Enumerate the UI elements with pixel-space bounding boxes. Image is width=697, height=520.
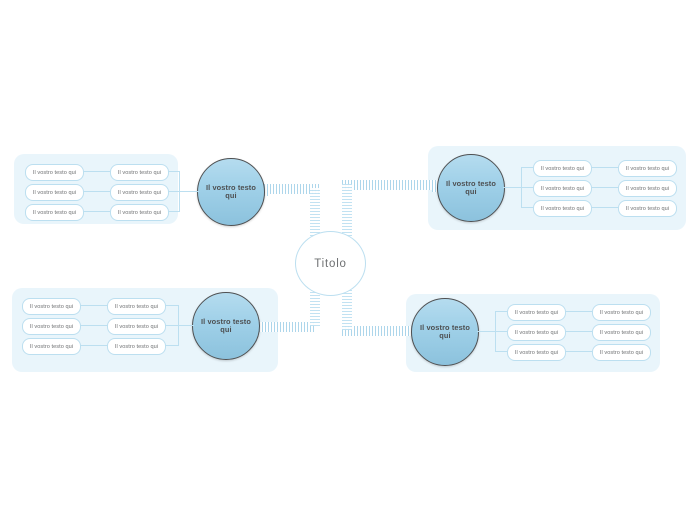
node-label: Il vostro testo qui (117, 209, 162, 216)
node-bottom-left-l2-1[interactable]: Il vostro testo qui (22, 298, 81, 315)
node-top-right-l2-3[interactable]: Il vostro testo qui (618, 200, 677, 217)
node-label: Il vostro testo qui (625, 165, 670, 172)
branch-circle-bottom-right[interactable]: Il vostro testo qui (411, 298, 479, 366)
node-bottom-left-l2-2[interactable]: Il vostro testo qui (22, 318, 81, 335)
node-label: Il vostro testo qui (599, 349, 644, 356)
node-label: Il vostro testo qui (625, 205, 670, 212)
br-branch-line-2 (495, 331, 507, 332)
node-top-right-l1-2[interactable]: Il vostro testo qui (533, 180, 592, 197)
node-label: Il vostro testo qui (599, 329, 644, 336)
node-label: Il vostro testo qui (514, 329, 559, 336)
br-link-1 (564, 311, 592, 312)
connector-top-left-vertical (310, 188, 320, 236)
node-top-right-l1-1[interactable]: Il vostro testo qui (533, 160, 592, 177)
node-label: Il vostro testo qui (114, 303, 159, 310)
bl-link-2 (79, 325, 107, 326)
br-branch-line-3 (495, 351, 507, 352)
tl-link-2 (83, 191, 110, 192)
tr-link-1 (590, 167, 618, 168)
connector-top-right-horizontal (342, 180, 438, 190)
branch-circle-bottom-left[interactable]: Il vostro testo qui (192, 292, 260, 360)
branch-circle-top-left[interactable]: Il vostro testo qui (197, 158, 265, 226)
connector-bottom-left-vertical (310, 290, 320, 326)
connector-stub-bottom-right (402, 326, 412, 336)
node-label: Il vostro testo qui (32, 189, 77, 196)
center-node-label: Titolo (314, 257, 347, 270)
branch-circle-top-right[interactable]: Il vostro testo qui (437, 154, 505, 222)
bl-link-1 (79, 305, 107, 306)
node-label: Il vostro testo qui (599, 309, 644, 316)
tl-link-3 (83, 211, 110, 212)
connector-top-right-vertical (342, 184, 352, 236)
node-label: Il vostro testo qui (114, 343, 159, 350)
connector-bottom-right-horizontal (342, 326, 414, 336)
br-link-2 (564, 331, 592, 332)
tl-branch-line-1 (166, 171, 180, 172)
connector-stub-bottom-left (256, 322, 266, 332)
br-spine-to-circle (477, 331, 495, 332)
node-top-left-l1-1[interactable]: Il vostro testo qui (110, 164, 169, 181)
bl-branch-line-1 (165, 305, 179, 306)
branch-circle-bottom-right-label: Il vostro testo qui (420, 322, 470, 340)
tl-spine-to-circle (179, 191, 199, 192)
connector-top-left-horizontal (264, 184, 320, 194)
node-label: Il vostro testo qui (32, 209, 77, 216)
tr-link-3 (590, 207, 618, 208)
bl-branch-line-3 (165, 345, 179, 346)
br-branch-line-1 (495, 311, 507, 312)
bl-link-3 (79, 345, 107, 346)
node-bottom-right-l1-1[interactable]: Il vostro testo qui (507, 304, 566, 321)
node-bottom-right-l1-2[interactable]: Il vostro testo qui (507, 324, 566, 341)
tr-spine-to-circle (503, 187, 521, 188)
node-label: Il vostro testo qui (625, 185, 670, 192)
tr-branch-line-2 (521, 187, 533, 188)
node-label: Il vostro testo qui (540, 205, 585, 212)
node-label: Il vostro testo qui (29, 303, 74, 310)
node-top-right-l2-1[interactable]: Il vostro testo qui (618, 160, 677, 177)
node-top-left-l1-3[interactable]: Il vostro testo qui (110, 204, 169, 221)
center-node[interactable]: Titolo (295, 231, 366, 296)
node-bottom-right-l2-3[interactable]: Il vostro testo qui (592, 344, 651, 361)
node-top-left-l2-1[interactable]: Il vostro testo qui (25, 164, 84, 181)
node-label: Il vostro testo qui (514, 309, 559, 316)
connector-bottom-right-vertical (342, 290, 352, 330)
node-bottom-right-l2-1[interactable]: Il vostro testo qui (592, 304, 651, 321)
node-top-left-l2-3[interactable]: Il vostro testo qui (25, 204, 84, 221)
node-bottom-left-l1-2[interactable]: Il vostro testo qui (107, 318, 166, 335)
node-label: Il vostro testo qui (540, 165, 585, 172)
node-label: Il vostro testo qui (117, 169, 162, 176)
bl-spine-to-circle (178, 325, 194, 326)
node-label: Il vostro testo qui (29, 343, 74, 350)
node-bottom-left-l1-3[interactable]: Il vostro testo qui (107, 338, 166, 355)
node-bottom-left-l2-3[interactable]: Il vostro testo qui (22, 338, 81, 355)
tr-branch-line-3 (521, 207, 533, 208)
node-top-right-l1-3[interactable]: Il vostro testo qui (533, 200, 592, 217)
node-bottom-right-l1-3[interactable]: Il vostro testo qui (507, 344, 566, 361)
br-link-3 (564, 351, 592, 352)
tl-branch-line-3 (166, 211, 180, 212)
node-bottom-right-l2-2[interactable]: Il vostro testo qui (592, 324, 651, 341)
node-top-right-l2-2[interactable]: Il vostro testo qui (618, 180, 677, 197)
node-bottom-left-l1-1[interactable]: Il vostro testo qui (107, 298, 166, 315)
branch-circle-bottom-left-label: Il vostro testo qui (201, 316, 251, 334)
node-label: Il vostro testo qui (29, 323, 74, 330)
tr-link-2 (590, 187, 618, 188)
bl-branch-line-2 (165, 325, 179, 326)
node-label: Il vostro testo qui (540, 185, 585, 192)
tr-branch-line-1 (521, 167, 533, 168)
node-top-left-l1-2[interactable]: Il vostro testo qui (110, 184, 169, 201)
branch-circle-top-left-label: Il vostro testo qui (206, 182, 256, 200)
branch-circle-top-right-label: Il vostro testo qui (446, 178, 496, 196)
node-label: Il vostro testo qui (32, 169, 77, 176)
node-label: Il vostro testo qui (514, 349, 559, 356)
node-label: Il vostro testo qui (117, 189, 162, 196)
node-top-left-l2-2[interactable]: Il vostro testo qui (25, 184, 84, 201)
connector-bottom-left-horizontal (250, 322, 316, 332)
tl-link-1 (83, 171, 110, 172)
tl-branch-line-2 (166, 191, 180, 192)
node-label: Il vostro testo qui (114, 323, 159, 330)
